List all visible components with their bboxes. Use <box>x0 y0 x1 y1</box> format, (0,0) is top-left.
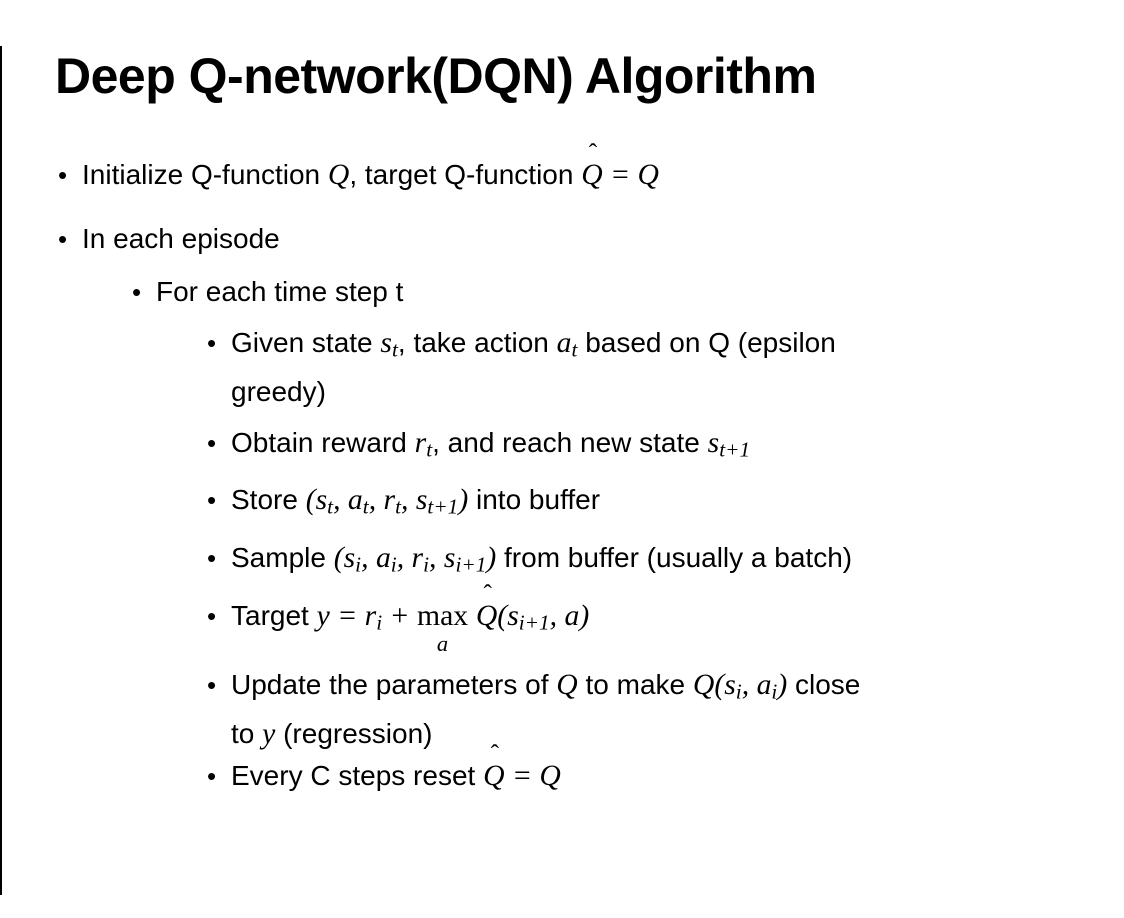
bullet-marker: • <box>207 328 217 358</box>
bullet-text: In each episode <box>82 223 280 254</box>
bullet-item-given-state: • Given state st, take action at based o… <box>0 322 1124 413</box>
bullet-item-update-parameters: • Update the parameters of Q to make Q(s… <box>0 664 1124 755</box>
slide-left-border <box>0 46 2 895</box>
bullet-item-time-step: • For each time step t <box>0 271 1124 313</box>
bullet-marker: • <box>132 277 142 307</box>
bullet-text: Given state st, take action at based on … <box>231 327 836 407</box>
bullet-text: Store (st, at, rt, st+1) into buffer <box>231 484 601 520</box>
bullet-text: Update the parameters of Q to make Q(si,… <box>231 669 861 751</box>
bullet-item-sample-buffer: • Sample (si, ai, ri, si+1) from buffer … <box>0 537 1124 586</box>
bullet-text: For each time step t <box>156 276 404 307</box>
bullet-text: Sample (si, ai, ri, si+1) from buffer (u… <box>231 542 853 577</box>
bullet-list: • Initialize Q-function Q, target Q-func… <box>0 140 1124 797</box>
bullet-item-each-episode: • In each episode <box>0 218 1124 260</box>
bullet-marker: • <box>207 600 217 631</box>
bullet-item-initialize: • Initialize Q-function Q, target Q-func… <box>0 140 1124 196</box>
slide-title: Deep Q-network(DQN) Algorithm <box>55 48 817 104</box>
bullet-marker: • <box>58 160 68 190</box>
bullet-item-store-buffer: • Store (st, at, rt, st+1) into buffer <box>0 479 1124 528</box>
bullet-text: Initialize Q-function Q, target Q-functi… <box>82 140 659 191</box>
bullet-marker: • <box>207 670 217 701</box>
bullet-marker: • <box>207 761 217 792</box>
bullet-text: Obtain reward rt, and reach new state st… <box>231 426 751 462</box>
bullet-marker: • <box>207 427 217 458</box>
bullet-marker: • <box>58 224 68 254</box>
bullet-item-obtain-reward: • Obtain reward rt, and reach new state … <box>0 422 1124 471</box>
slide: Deep Q-network(DQN) Algorithm • Initiali… <box>0 46 1124 918</box>
bullet-marker: • <box>207 543 217 574</box>
bullet-marker: • <box>207 485 217 516</box>
